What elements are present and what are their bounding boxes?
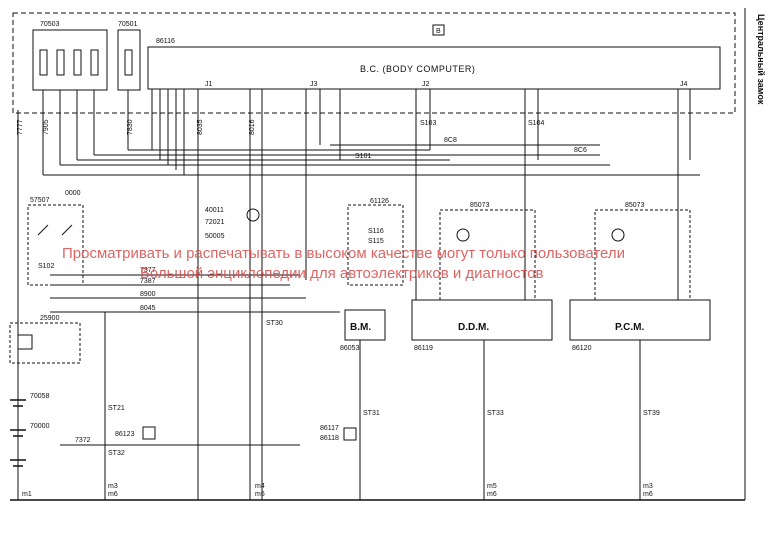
ground-m5: m5 [487,483,497,490]
code-86119: 86119 [414,345,433,352]
horizontal-wires [43,144,700,446]
wire-7377: 7377 [140,267,156,274]
code-50005: 50005 [205,233,225,240]
body-computer-box [147,46,721,90]
code-25900: 25900 [40,315,60,322]
vertical-wires [17,89,691,500]
pcm-label: P.C.M. [615,322,644,333]
code-86053: 86053 [340,345,360,352]
code-0000: 0000 [65,190,81,197]
pcm-box [569,299,711,341]
splice-s103: S103 [420,120,436,127]
ground-m3: m3 [108,483,118,490]
splice-s115: S115 [368,238,384,245]
key-module-25900 [9,322,81,364]
resistor-3 [73,49,82,76]
splice-s101: S101 [355,153,371,160]
code-86123: 86123 [115,431,135,438]
connector-j1: J1 [205,81,213,88]
switch-contact-1 [37,224,49,236]
block-86123 [142,426,156,440]
splice-s102: S102 [38,263,54,270]
code-86120: 86120 [572,345,592,352]
marker-b-box [432,24,445,36]
marker-b: B [436,28,441,35]
code-86117: 86117 [320,425,339,432]
block-86117 [343,427,357,441]
connector-j4: J4 [680,81,688,88]
wire-8c8: 8C8 [444,137,457,144]
relay-coil [17,334,33,350]
wire-7387: 7387 [140,278,156,285]
bm-label: B.M. [350,322,371,333]
wire-7777: 7777 [17,119,24,135]
motor-icon [456,228,470,242]
sensor-icon [246,208,260,222]
body-computer-label: B.C. (BODY COMPUTER) [360,64,475,74]
block-61126 [347,204,404,286]
connector-j3: J3 [310,81,318,88]
code-85073-left: 85073 [470,202,490,209]
resistor-2 [56,49,65,76]
splice-st33: ST33 [487,410,504,417]
splice-st31: ST31 [363,410,380,417]
bm-box [344,309,386,341]
resistor-5 [124,49,133,76]
code-40011: 40011 [205,207,224,214]
ground-drops [104,312,641,500]
code-70501: 70501 [118,21,138,28]
ddm-box [411,299,553,341]
code-57507: 57507 [30,197,50,204]
code-85073-right: 85073 [625,202,645,209]
code-70058: 70058 [30,393,50,400]
code-70503: 70503 [40,21,60,28]
code-70000: 70000 [30,423,50,430]
ground-m3-b: m3 [643,483,653,490]
motor-icon [611,228,625,242]
battery-70000 [10,399,26,467]
wire-7830: 7830 [127,119,134,135]
splice-st30: ST30 [266,320,283,327]
switch-block-57507 [27,204,84,286]
ground-m6-d: m6 [643,491,653,498]
splice-s116: S116 [368,228,384,235]
ground-m6-b: m6 [255,491,265,498]
side-title: Центральный замок [756,14,766,105]
code-61126: 61126 [370,198,389,205]
wire-7905: 7905 [43,119,50,135]
code-72021: 72021 [205,219,225,226]
splice-st21: ST21 [108,405,125,412]
wire-8035: 8035 [197,119,204,135]
resistor-4 [90,49,99,76]
computer-zone-frame [12,12,736,114]
watermark-line-1: Просматривать и распечатывать в высоком … [62,245,625,262]
splice-st32: ST32 [108,450,125,457]
splice-st39: ST39 [643,410,660,417]
resistor-pack-70503 [32,29,108,91]
wire-8c6: 8C6 [574,147,587,154]
wire-8016: 8016 [249,119,256,135]
wire-8900: 8900 [140,291,156,298]
ground-m1: m1 [22,491,32,498]
wire-8045: 8045 [140,305,156,312]
body-computer-code: 86116 [156,38,175,45]
resistor-pack-70501 [117,29,141,91]
switch-contact-2 [61,224,73,236]
watermark-line-2: Большой энциклопедии для автоэлектриков … [140,265,543,282]
splice-s104: S104 [528,120,544,127]
code-86118: 86118 [320,435,339,442]
resistor-1 [39,49,48,76]
connector-j2: J2 [422,81,430,88]
ground-m4: m4 [255,483,265,490]
wire-7372: 7372 [75,437,91,444]
ddm-label: D.D.M. [458,322,489,333]
ground-m6-a: m6 [108,491,118,498]
ground-m6-c: m6 [487,491,497,498]
